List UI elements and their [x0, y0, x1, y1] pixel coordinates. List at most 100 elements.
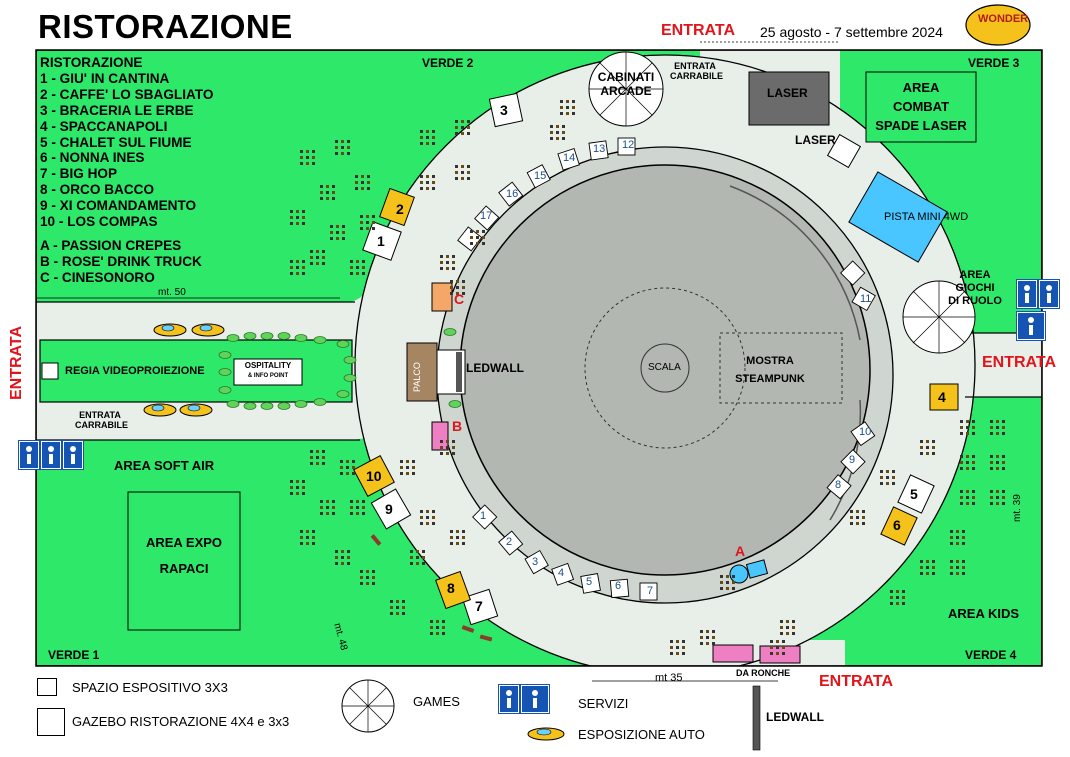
seat: [312, 542, 315, 545]
restaurant-item: 9 - XI COMANDAMENTO: [40, 198, 197, 214]
wheelchair-icon: [1016, 311, 1046, 341]
seat: [360, 221, 363, 224]
seat: [296, 216, 299, 219]
car: [179, 403, 213, 417]
laser-box: [748, 71, 830, 126]
seat: [566, 112, 569, 115]
stand-number: 5: [586, 576, 593, 588]
stand-number: 1: [480, 510, 487, 522]
seat: [962, 530, 965, 533]
seat: [341, 556, 344, 559]
stand-number: 10: [859, 426, 872, 438]
seat: [350, 266, 353, 269]
seat: [962, 566, 965, 569]
seat: [432, 522, 435, 525]
seat: [440, 452, 443, 455]
gazebo-number: 2: [396, 201, 404, 217]
seat: [562, 137, 565, 140]
seat: [461, 126, 464, 129]
seat: [706, 642, 709, 645]
seat: [362, 506, 365, 509]
seat: [467, 177, 470, 180]
seat: [956, 536, 959, 539]
seat: [996, 467, 999, 470]
seat: [966, 420, 969, 423]
seat: [322, 450, 325, 453]
seat: [960, 467, 963, 470]
label-verde-1: VERDE 1: [48, 648, 100, 662]
seat: [932, 572, 935, 575]
seat: [432, 142, 435, 145]
seat: [440, 267, 443, 270]
seat: [972, 432, 975, 435]
seat: [572, 106, 575, 109]
seat: [440, 255, 443, 258]
seat: [361, 181, 364, 184]
seat: [450, 286, 453, 289]
seat: [410, 562, 413, 565]
seat: [436, 626, 439, 629]
seat: [350, 506, 353, 509]
label-carrabile-top: ENTRATA CARRABILE: [670, 61, 723, 81]
seat: [776, 646, 779, 649]
seat: [342, 225, 345, 228]
entrance-bottom: ENTRATA: [819, 673, 894, 690]
seat: [566, 106, 569, 109]
seat: [990, 426, 993, 429]
car: [191, 323, 225, 337]
seat: [950, 536, 953, 539]
seat: [956, 560, 959, 563]
seat: [300, 536, 303, 539]
hedge: [260, 402, 274, 410]
seat: [446, 261, 449, 264]
seat: [950, 530, 953, 533]
seat: [470, 230, 473, 233]
seat: [455, 132, 458, 135]
seat: [452, 440, 455, 443]
label-cabinati: CABINATI ARCADE: [597, 70, 655, 98]
seat: [302, 222, 305, 225]
seat: [420, 522, 423, 525]
label-ospitality: OSPITALITY & INFO POINT: [244, 361, 292, 379]
seat: [355, 181, 358, 184]
seat: [406, 472, 409, 475]
seat: [310, 450, 313, 453]
letter-a: A: [735, 543, 746, 559]
hedge: [313, 398, 327, 406]
seat: [560, 100, 563, 103]
seat: [1002, 502, 1005, 505]
seat: [450, 536, 453, 539]
seat: [332, 197, 335, 200]
seat: [462, 542, 465, 545]
seat: [347, 550, 350, 553]
label-scala: SCALA: [648, 362, 681, 373]
seat: [310, 462, 313, 465]
hedge: [448, 400, 462, 408]
seat: [300, 162, 303, 165]
restroom-icon: [40, 440, 62, 470]
seat: [420, 175, 423, 178]
seat: [356, 260, 359, 263]
seat: [966, 432, 969, 435]
seat: [560, 112, 563, 115]
seat: [926, 572, 929, 575]
stand-number: 16: [506, 188, 519, 200]
seat: [296, 210, 299, 213]
car-exhibits: [143, 323, 225, 417]
seat: [960, 496, 963, 499]
seat: [310, 256, 313, 259]
seat: [450, 542, 453, 545]
seat: [962, 560, 965, 563]
measure-39: mt. 39: [1012, 494, 1023, 522]
seat: [390, 612, 393, 615]
seat: [356, 500, 359, 503]
seat: [450, 530, 453, 533]
seat: [782, 646, 785, 649]
seat: [296, 266, 299, 269]
extra-item: C - CINESONORO: [40, 269, 155, 285]
seat: [302, 480, 305, 483]
seat: [302, 486, 305, 489]
extra-item: A - PASSION CREPES: [40, 237, 182, 253]
seat: [432, 187, 435, 190]
